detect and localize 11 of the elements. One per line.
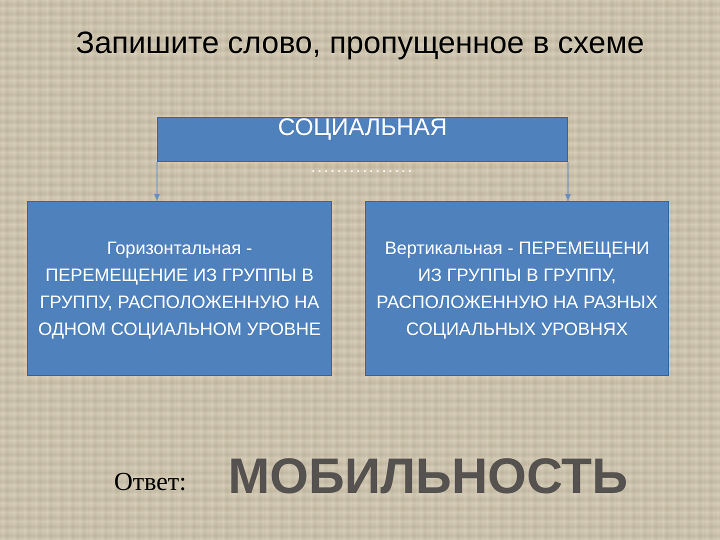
arrow xyxy=(565,162,571,202)
box-text: СОЦИАЛЬНАЯ xyxy=(278,116,448,140)
process-box xyxy=(365,201,669,376)
box-text: Вертикальная - ПЕРЕМЕЩЕНИ ИЗ ГРУППЫ В ГРУППУ, РАСПОЛОЖЕННУЮ НА РАЗНЫХ СОЦИАЛЬНЫХ УРОВНЯХ xyxy=(375,236,659,341)
blank-dots: ................ xyxy=(310,161,416,175)
process-box xyxy=(27,201,332,376)
slide-title: Запишите слово, пропущенное в схеме xyxy=(74,24,646,62)
answer-word: МОБИЛЬНОСТЬ xyxy=(228,448,628,504)
answer-label: Ответ: xyxy=(114,466,186,498)
arrow xyxy=(154,162,160,202)
box-text: Горизонтальная - ПЕРЕМЕЩЕНИЕ ИЗ ГРУППЫ В ГРУППУ, РАСПОЛОЖЕННУЮ НА ОДНОМ СОЦИАЛЬНОМ УРОВНЕ xyxy=(37,236,322,341)
